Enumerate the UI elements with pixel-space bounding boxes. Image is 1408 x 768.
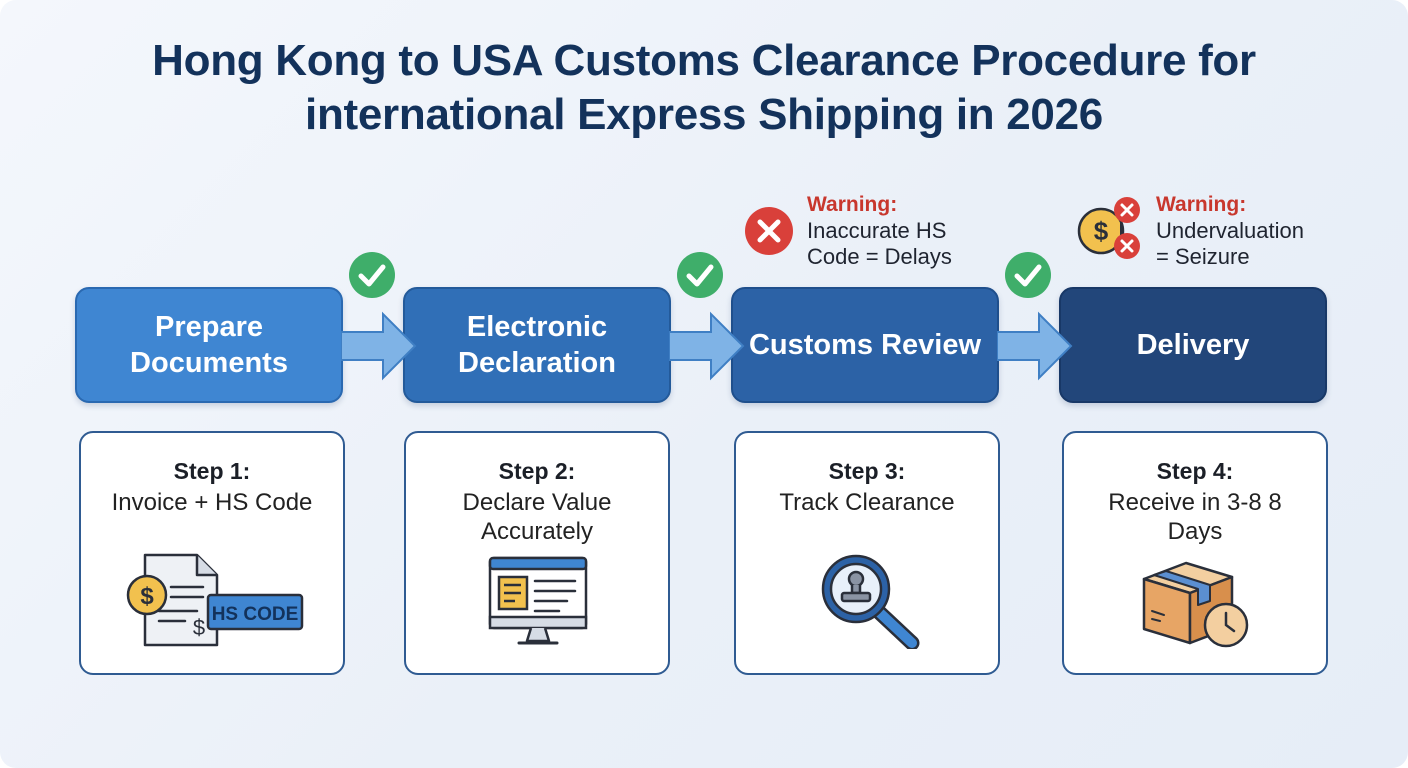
step-description: Track Clearance — [779, 489, 955, 516]
stage-label: Electronic Declaration — [458, 311, 616, 379]
step-card-2: Step 2: Declare Value Accurately — [404, 431, 670, 675]
step-number: Step 3: — [828, 458, 906, 484]
warning-text: Undervaluation = Seizure — [1156, 218, 1304, 269]
step-number: Step 4: — [1156, 458, 1234, 484]
invoice-hs-code-icon: $ $ HS CODE — [126, 553, 304, 647]
dollar-x-icon: $ — [1077, 197, 1140, 259]
red-x-icon — [745, 207, 793, 255]
package-clock-icon — [1142, 561, 1249, 648]
magnifier-stamp-icon — [821, 554, 920, 649]
check-icon — [349, 252, 395, 298]
stage-label: Prepare Documents — [130, 311, 288, 379]
stage-label: Customs Review — [748, 329, 982, 361]
stage-electronic-declaration: Electronic Declaration — [403, 287, 671, 403]
svg-text:$: $ — [193, 615, 205, 640]
flow-arrow-icon — [997, 311, 1073, 381]
step-card-4: Step 4: Receive in 3-8 8 Days — [1062, 431, 1328, 675]
svg-text:$: $ — [1094, 216, 1109, 246]
hs-code-badge: HS CODE — [212, 604, 299, 625]
step-number: Step 2: — [498, 458, 576, 484]
page-title: Hong Kong to USA Customs Clearance Proce… — [152, 36, 1256, 139]
check-icon — [1005, 252, 1051, 298]
computer-declaration-icon — [488, 556, 588, 645]
stage-delivery: Delivery — [1059, 287, 1327, 403]
flow-arrow-icon — [669, 311, 745, 381]
stage-prepare-documents: Prepare Documents — [75, 287, 343, 403]
warning-title: Warning: — [1156, 193, 1247, 216]
step-number: Step 1: — [173, 458, 251, 484]
step-card-1: Step 1: Invoice + HS Code $ $ HS CODE — [79, 431, 345, 675]
warning-text: Inaccurate HS Code = Delays — [807, 218, 952, 269]
step-description: Invoice + HS Code — [111, 489, 313, 516]
flow-arrow-icon — [341, 311, 417, 381]
svg-text:$: $ — [140, 583, 154, 610]
stage-customs-review: Customs Review — [731, 287, 999, 403]
step-description: Declare Value Accurately — [462, 489, 612, 545]
check-icon — [677, 252, 723, 298]
step-description: Receive in 3-8 8 Days — [1108, 489, 1282, 545]
warning-title: Warning: — [807, 193, 898, 216]
stage-label: Delivery — [1136, 329, 1250, 361]
step-card-3: Step 3: Track Clearance — [734, 431, 1000, 675]
